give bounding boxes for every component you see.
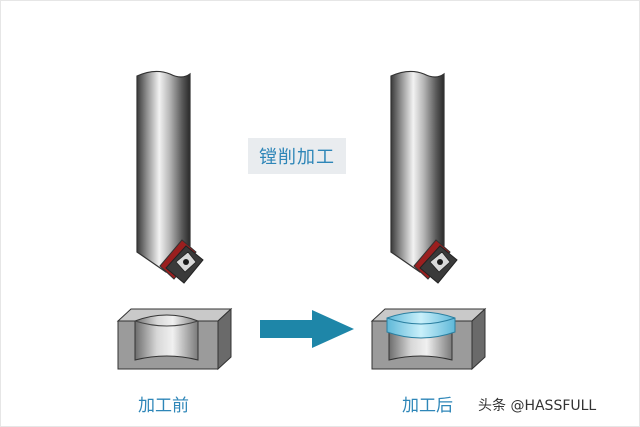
right-arrow-icon: [260, 310, 354, 348]
process-title: 镗削加工: [248, 138, 346, 174]
workpiece-after: [370, 307, 487, 371]
boring-bar-before: [136, 70, 204, 284]
boring-bar-after: [390, 70, 458, 284]
cutting-insert-before: [159, 239, 204, 284]
caption-before: 加工前: [138, 396, 189, 416]
watermark: 头条 @HASSFULL: [478, 398, 597, 414]
caption-after: 加工后: [402, 396, 453, 416]
workpiece-before: [116, 307, 233, 371]
cutting-insert-after: [413, 239, 458, 284]
